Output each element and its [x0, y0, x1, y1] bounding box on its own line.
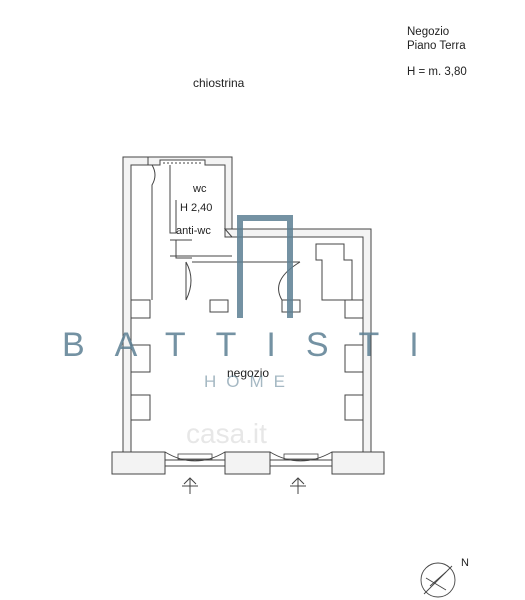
title-block: Negozio Piano Terra H = m. 3,80 — [407, 25, 467, 79]
watermark-brand: BATTISTI — [62, 326, 449, 364]
title-line-1: Negozio — [407, 26, 450, 38]
watermark-frame — [237, 215, 293, 318]
label-wc: wc — [193, 183, 207, 195]
compass-north-label: N — [461, 557, 469, 569]
watermark-sub: HOME — [204, 372, 295, 391]
label-chiostrina: chiostrina — [193, 76, 245, 90]
label-negozio: negozio — [227, 366, 270, 380]
compass-rose — [420, 562, 456, 598]
label-wc-height: H 2,40 — [180, 202, 213, 214]
entrance-arrows — [182, 477, 306, 494]
window-details — [164, 451, 333, 462]
walls — [111, 156, 385, 475]
title-line-2: Piano Terra — [407, 40, 466, 52]
partitions — [131, 159, 363, 421]
label-anti-wc: anti-wc — [176, 225, 211, 237]
height-note: H = m. 3,80 — [407, 66, 467, 78]
watermark-site: casa.it — [186, 418, 267, 449]
